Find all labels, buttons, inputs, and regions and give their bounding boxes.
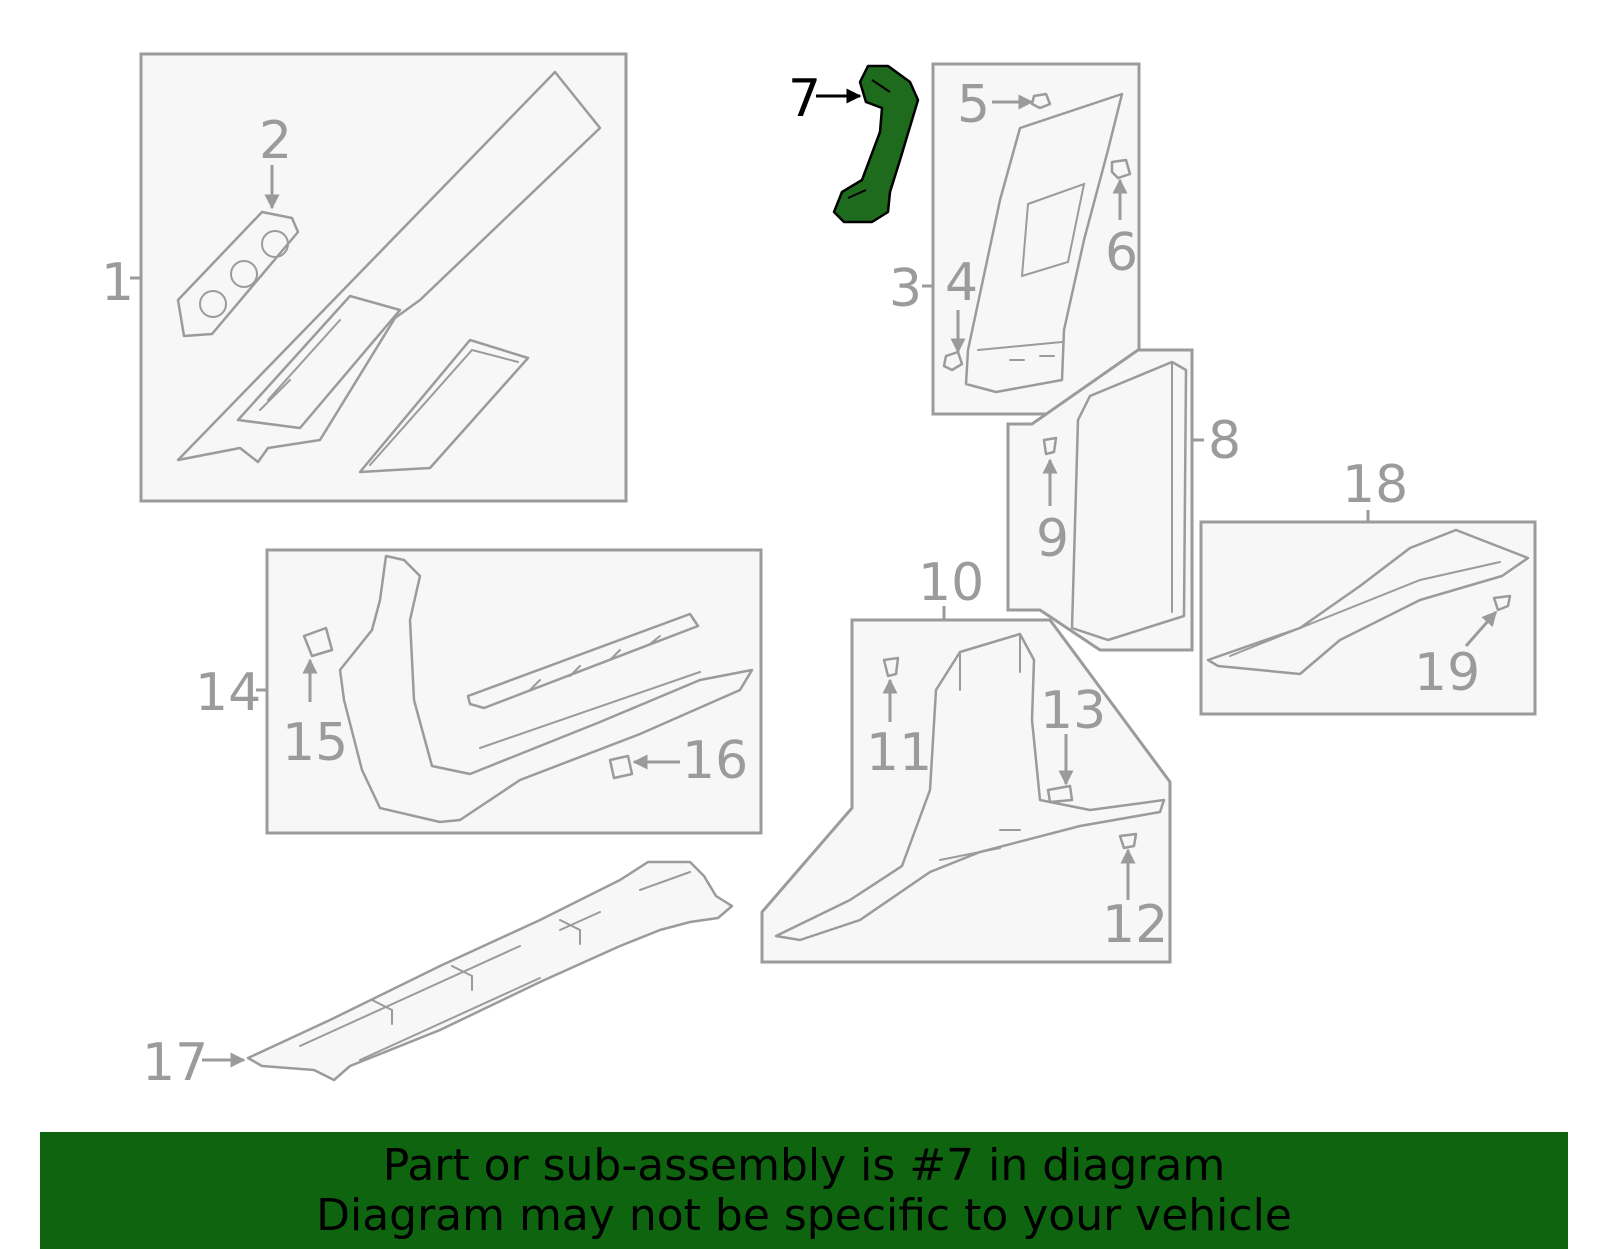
front-sill-plate-shape (338, 554, 754, 824)
sill-trim-strip-shape (466, 612, 700, 710)
clip-part-9-shape (1042, 436, 1058, 456)
vent-assembly-shape (176, 210, 300, 338)
clip-part-19-shape (1492, 594, 1512, 612)
vent-knob-1 (199, 290, 227, 318)
clip-part-5-shape (1030, 92, 1052, 110)
callout-1: 1 (101, 253, 134, 313)
callout-17: 17 (142, 1033, 208, 1093)
callout-18: 18 (1342, 455, 1408, 515)
banner-line-1: Part or sub-assembly is #7 in diagram (382, 1139, 1226, 1191)
group-part-7: 7 (788, 64, 920, 224)
b-pillar-lower-trim-shape (1070, 360, 1188, 642)
callout-11: 11 (866, 723, 932, 783)
callout-9: 9 (1036, 509, 1069, 569)
a-pillar-window-opening (236, 294, 402, 430)
a-pillar-trim-shape (176, 70, 602, 464)
clip-part-13-shape (1046, 784, 1074, 804)
group-lower-pillar: 10 11 12 13 (760, 553, 1172, 964)
clip-part-15-shape (302, 626, 334, 658)
group-b-pillar-lower: 8 9 (1006, 348, 1241, 652)
rear-sill-plate-shape (1206, 528, 1530, 676)
group-a-pillar: 1 2 (101, 52, 628, 503)
vent-knob-2 (230, 260, 258, 288)
callout-4: 4 (945, 253, 978, 313)
floor-bracket-shape (246, 860, 734, 1082)
b-pillar-handle-recess (1020, 182, 1086, 278)
callout-14: 14 (195, 663, 261, 723)
side-window-trim-shape (358, 338, 530, 474)
b-pillar-upper-trim-shape (964, 92, 1124, 394)
callout-13: 13 (1040, 681, 1106, 741)
callout-15: 15 (282, 713, 348, 773)
group-floor-bracket: 17 (142, 860, 734, 1093)
group-b-pillar-upper: 3 4 5 6 (889, 62, 1141, 416)
vent-knob-3 (261, 230, 289, 258)
callout-19: 19 (1414, 643, 1480, 703)
callout-16: 16 (682, 731, 748, 791)
banner-line-2: Diagram may not be specific to your vehi… (316, 1189, 1292, 1241)
callout-10: 10 (918, 553, 984, 613)
group-front-sill: 14 15 16 (195, 548, 763, 835)
assist-handle-highlighted (832, 64, 920, 224)
callout-3: 3 (889, 259, 922, 319)
info-banner: Part or sub-assembly is #7 in diagram Di… (40, 1132, 1568, 1249)
clip-part-16-shape (608, 754, 634, 780)
callout-5: 5 (957, 75, 990, 135)
callout-7: 7 (788, 69, 821, 129)
callout-12: 12 (1102, 895, 1168, 955)
callout-2: 2 (259, 111, 292, 171)
callout-8: 8 (1208, 411, 1241, 471)
clip-part-6-shape (1110, 158, 1132, 180)
leader-19 (1464, 610, 1498, 647)
group-rear-sill: 18 19 (1199, 455, 1537, 716)
clip-part-11-shape (882, 656, 900, 678)
callout-6: 6 (1105, 223, 1138, 283)
clip-part-12-shape (1118, 832, 1138, 850)
lower-pillar-trim-shape (774, 632, 1166, 942)
